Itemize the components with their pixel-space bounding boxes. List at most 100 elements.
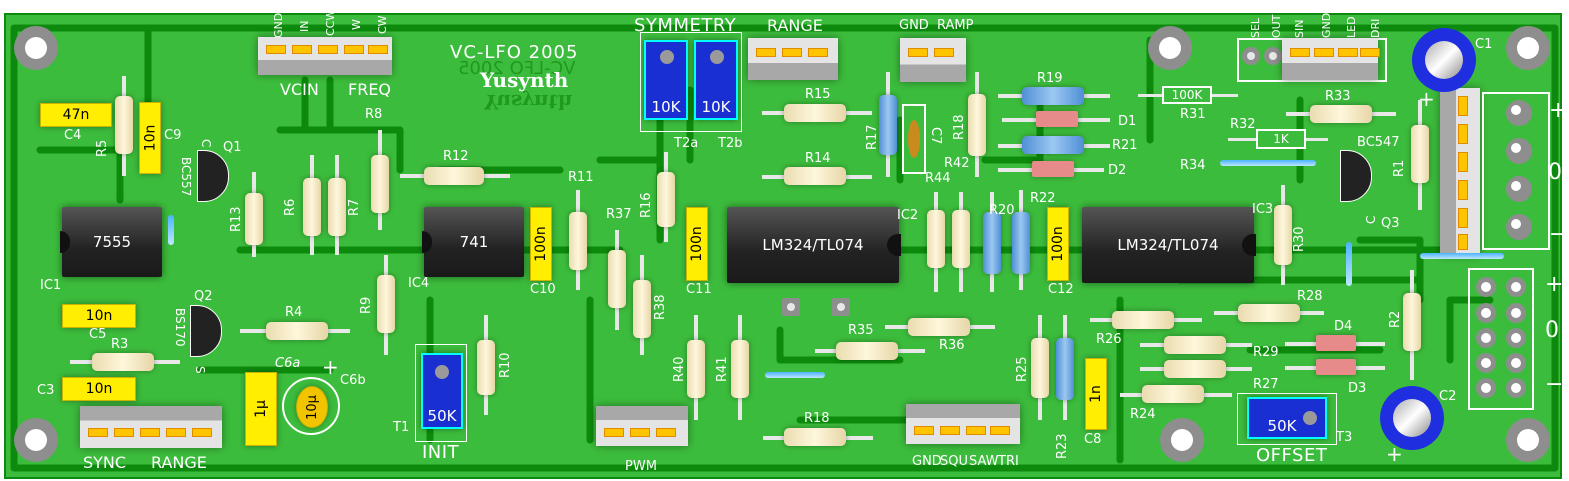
capacitor-c9: 10n [139,102,161,174]
capacitor-c6a: 1µ [245,372,277,446]
resistor-r12 [424,167,484,185]
r22-ref: R22 [1030,191,1056,206]
r10-ref: R10 [498,352,513,378]
resistor-r40 [687,340,705,398]
power-pad [1506,138,1532,164]
resistor-r3 [92,353,154,371]
capacitor-c8: 1n [1085,358,1107,430]
pwm-label: PWM [625,459,657,474]
power-zero-mark: 0 [1548,160,1563,185]
resistor-r21 [1022,136,1084,154]
r19-ref: R19 [1037,71,1063,86]
r28-ref: R28 [1297,289,1323,304]
gnd-label: GND [899,18,929,33]
header-zero-mark: 0 [1545,318,1560,343]
capacitor-c4: 47n [40,103,112,127]
capacitor-c6b: 10µ [282,377,340,435]
output-saw-label: SAW [969,454,999,469]
resistor-r26 [1112,311,1174,329]
header-pad [1476,353,1496,373]
resistor-r13 [245,193,263,245]
c2-ref: C2 [1439,389,1457,404]
resistor-r9 [377,275,395,333]
vcin-label: VCIN [280,80,319,99]
r27-ref: R27 [1253,377,1279,392]
led-pin-out: OUT [1270,14,1283,38]
r34-wire-link [1220,160,1316,166]
range-label: RANGE [151,453,207,472]
outputs-connector [906,404,1020,444]
t2b-ref: T2b [718,136,743,151]
q3-ref: Q3 [1381,216,1400,231]
diode-d4 [1316,335,1356,351]
capacitor-c12: 100n [1047,207,1069,281]
wire-link [1346,242,1352,286]
r26-ref: R26 [1096,332,1122,347]
r40-ref: R40 [672,356,687,382]
resistor-r33 [1310,105,1372,123]
resistor-r27 [1164,360,1226,378]
r41-ref: R41 [715,356,730,382]
c4-ref: C4 [64,128,82,143]
mounting-hole [14,418,58,462]
led-connector [1282,38,1380,80]
pin-label-cw: CW [376,15,389,34]
q2-pin-mark: S [193,366,207,374]
ic1-7555: 7555 [60,207,162,277]
c8-ref: C8 [1084,432,1102,447]
pin-label-in: IN [298,20,311,32]
c1-plus-mark: + [1418,87,1436,111]
ic1-ref: IC1 [40,278,62,293]
header-pad [1506,328,1526,348]
r16-ref: R16 [639,192,654,218]
init-label: INIT [422,442,460,463]
vcin-freq-connector [258,37,392,75]
c9-ref: C9 [164,128,182,143]
offset-label: OFFSET [1256,445,1328,466]
resistor-r4 [266,322,328,340]
resistor-r19 [1022,87,1084,105]
trimmer-t3[interactable]: 50K [1247,397,1327,439]
r31-ref: R31 [1180,107,1206,122]
capacitor-c3: 10n [62,377,136,401]
diode-d1 [1036,111,1078,127]
resistor-r22 [1012,212,1030,274]
resistor-r11 [569,212,587,270]
d2-ref: D2 [1108,163,1127,178]
d4-ref: D4 [1334,319,1353,334]
trimmer-t1[interactable]: 50K [421,353,463,429]
resistor-r30 [1274,205,1292,265]
resistor-r16 [657,172,675,227]
r18-horizontal-ref: R18 [804,411,830,426]
r5-ref: R5 [95,139,110,157]
r7-ref: R7 [347,198,362,216]
trimmer-t2b[interactable]: 10K [694,40,738,120]
capacitor-c2 [1380,386,1444,450]
ic2-ref: IC2 [897,208,919,223]
resistor-r31: 100K [1162,86,1212,104]
t3-ref: T3 [1336,430,1353,445]
power-header-outline [1468,268,1534,410]
c2-plus-mark: + [1386,442,1404,466]
trimmer-screw-icon [1303,411,1317,425]
r12-ref: R12 [443,149,469,164]
range-connector [748,38,838,80]
led-pin-dri: DRI [1369,18,1382,38]
power-ribbon-connector [1440,88,1480,256]
pin-label-gnd: GND [272,12,285,38]
header-pad [1476,303,1496,323]
output-tri-label: TRI [998,454,1019,469]
resistor-r29 [1164,336,1226,354]
ic1-part-label: 7555 [92,233,132,251]
capacitor-c11: 100n [686,207,708,281]
q3-part: BC547 [1357,135,1400,150]
ic4-ref: IC4 [408,276,430,291]
r2-ref: R2 [1388,310,1403,328]
header-pad [1506,378,1526,398]
symmetry-trimmer-outline [640,32,742,132]
board-title: VC-LFO 2005 [450,42,579,63]
d1-ref: D1 [1118,114,1137,129]
q1-ref: Q1 [223,140,242,155]
trimmer-t2a[interactable]: 10K [644,40,688,120]
resistor-r6 [303,178,321,236]
